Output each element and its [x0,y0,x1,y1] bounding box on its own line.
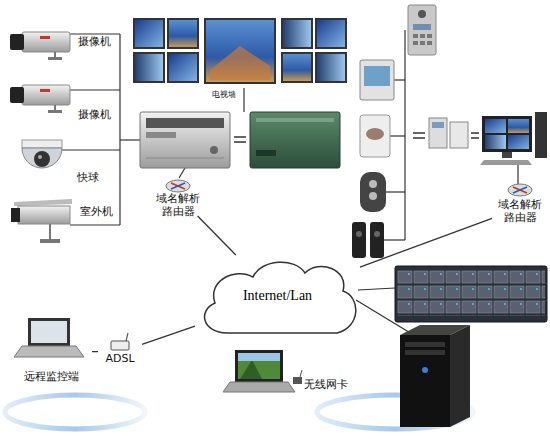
speed-dome-camera [22,140,62,168]
box-camera [10,85,70,113]
node-label: 快球 [77,171,109,184]
remote-keyfob [360,172,386,212]
node-label: 摄像机 [78,35,118,48]
camera-node: 摄像机 [8,26,112,60]
box-camera [10,32,70,60]
door-intercom [408,5,436,55]
node-label: 域名解析 路由器 [151,192,205,218]
network-link [360,218,492,267]
node-label: 域名解析 路由器 [494,198,546,224]
router-icon [508,184,532,196]
dvr-rack [140,112,230,168]
node-label: 电视墙 [212,90,242,100]
monitoring-pc [480,112,547,165]
server-tower [400,325,470,427]
beam-detector [352,222,384,258]
alarm-wiring [384,30,518,240]
equal-link [234,137,246,142]
decor-swirl [5,395,145,429]
tv-wall [133,18,347,84]
pir-sensor [360,115,390,157]
adsl-modem [111,333,129,350]
router-node: 域名解析 路由器 [148,176,208,216]
wireless-laptop-node: 无线网卡 [228,348,353,396]
node-label: 室外机 [80,205,120,218]
node-label: Internet/Lan [195,288,360,305]
router-node: 域名解析 路由器 [492,182,548,234]
tv-wall-node: 电视墙 [130,15,350,103]
laptop [14,318,84,357]
touch-panel [360,60,394,100]
remote-terminal-node: 远程监控端 [10,316,92,386]
network-link [198,216,236,255]
node-label: 无线网卡 [304,378,352,391]
video-encoder [250,112,340,168]
router-icon [166,180,190,192]
node-label: ADSL [98,352,142,365]
cloud-node: Internet/Lan [195,255,360,340]
modem-node: ADSL [98,334,142,370]
outdoor-camera [11,199,72,243]
storage-array [395,266,547,322]
camera-node: 摄像机 [8,79,112,125]
wireless-laptop [223,350,302,392]
node-label: 远程监控端 [10,370,92,383]
camera-node: 室外机 [8,196,114,246]
network-link [92,351,98,352]
camera-node: 快球 [15,138,110,190]
node-label: 摄像机 [78,108,118,121]
network-link [142,326,195,344]
alarm-panel [429,118,468,148]
